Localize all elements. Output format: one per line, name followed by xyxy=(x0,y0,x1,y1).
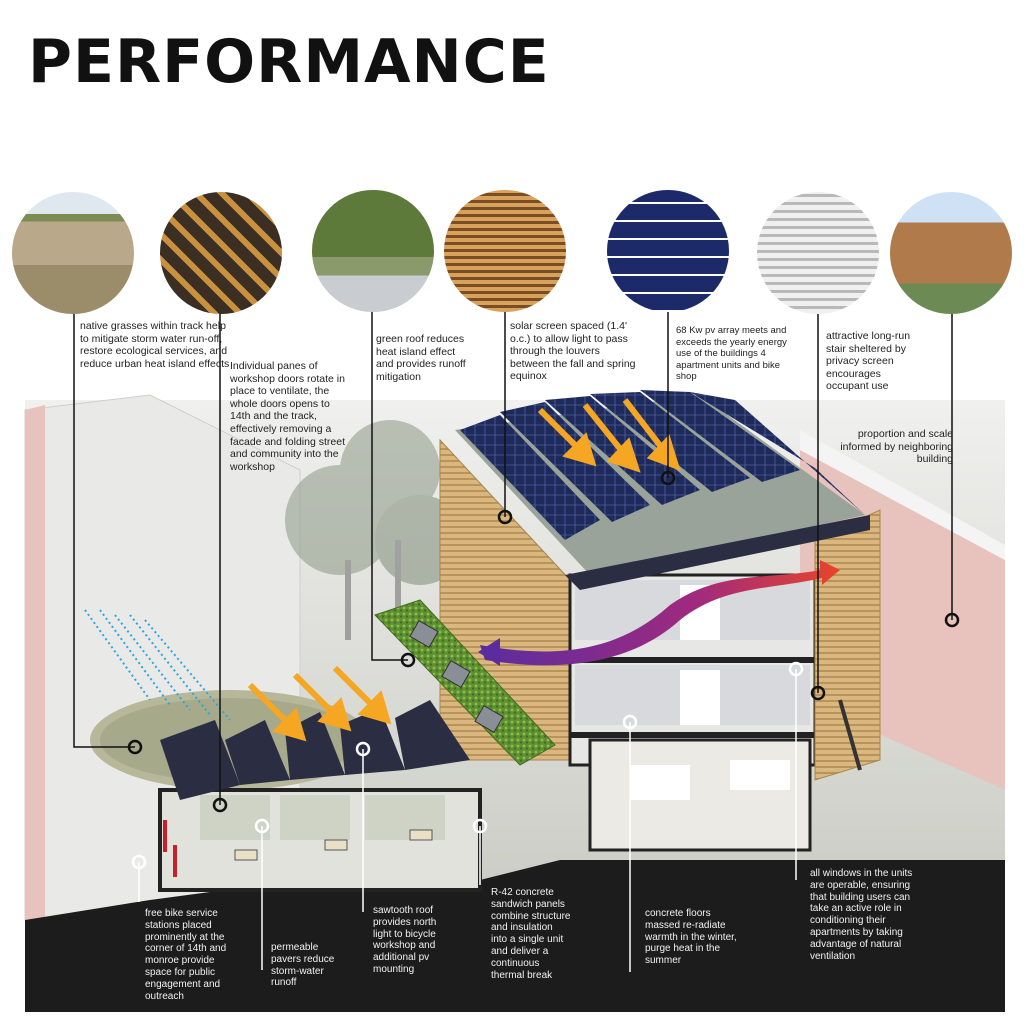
annotation-pavers: permeable pavers reduce storm-water runo… xyxy=(271,942,335,989)
privacy-screen xyxy=(814,509,881,781)
annotation-windows: all windows in the units are operable, e… xyxy=(810,868,913,962)
ground-section xyxy=(25,860,1005,1012)
annotation-pv-array: 68 Kw pv array meets and exceeds the yea… xyxy=(676,325,787,382)
native-grasses-photo xyxy=(12,192,134,314)
trees xyxy=(285,420,465,640)
annotation-bike-stations: free bike service stations placed promin… xyxy=(145,908,227,1002)
annotation-solar-screen: solar screen spaced (1.4' o.c.) to allow… xyxy=(510,320,636,383)
rain-lines xyxy=(84,609,231,721)
annotation-workshop-doors: Individual panes of workshop doors rotat… xyxy=(230,360,345,473)
airflow-arrow xyxy=(480,560,840,666)
annotation-floors: concrete floors massed re-radiate warmth… xyxy=(645,908,737,967)
annotation-panels: R-42 concrete sandwich panels combine st… xyxy=(491,887,571,981)
annotation-stair: attractive long-run stair sheltered by p… xyxy=(826,330,911,393)
solar-screen-louvers-photo xyxy=(444,190,566,312)
annotation-native-grasses: native grasses within track help to miti… xyxy=(80,320,230,370)
solar-panel-array-photo xyxy=(607,190,729,312)
annotation-proportion: proportion and scale informed by neighbo… xyxy=(840,428,953,466)
neighboring-building-photo xyxy=(890,192,1012,314)
green-roof-photo xyxy=(312,190,434,312)
annotation-green-roof: green roof reduces heat island effect an… xyxy=(376,333,466,383)
page-title: PERFORMANCE xyxy=(28,27,550,97)
privacy-screen-stair-photo xyxy=(757,192,879,314)
rotating-door-panes-photo xyxy=(160,192,282,314)
annotation-sawtooth: sawtooth roof provides north light to bi… xyxy=(373,905,437,975)
sun-arrows xyxy=(247,398,681,742)
